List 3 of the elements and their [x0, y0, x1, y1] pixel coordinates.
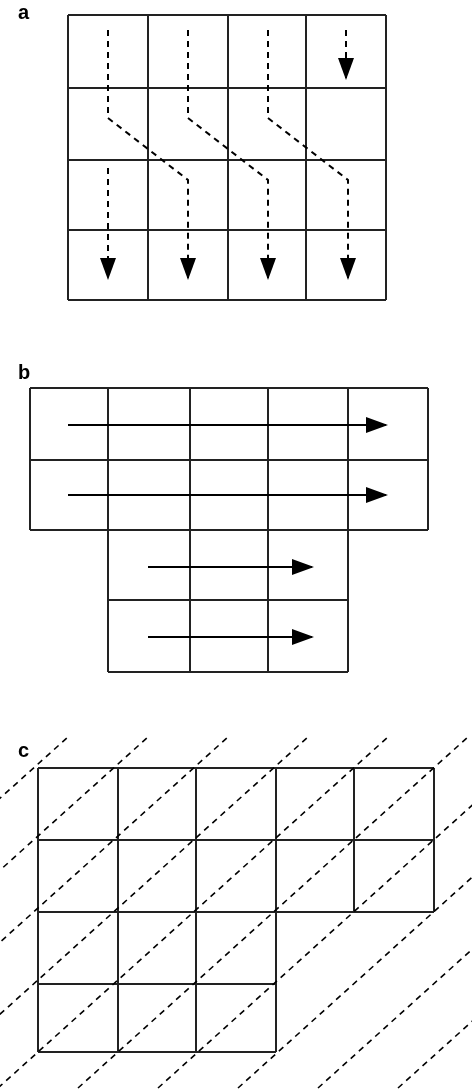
panel-label: c [18, 740, 30, 760]
panel-label: b [18, 362, 31, 382]
panel-label: a [18, 2, 30, 22]
